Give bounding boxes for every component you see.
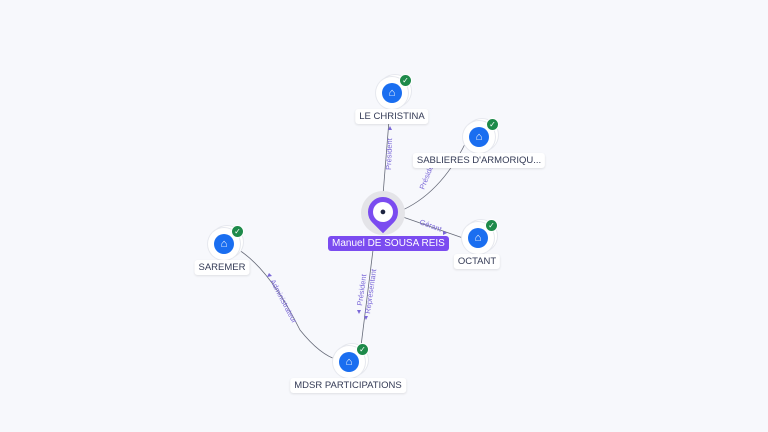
arrow-icon [267, 273, 272, 277]
edge-mdsr [360, 249, 374, 347]
edge-sablieres [397, 141, 467, 213]
company-node-sablieres[interactable]: ⌂✓ [463, 118, 499, 153]
person-label[interactable]: Manuel DE SOUSA REIS [328, 236, 449, 251]
company-label[interactable]: SAREMER [194, 260, 250, 275]
arrow-icon [357, 310, 361, 314]
edge-saremer [238, 249, 339, 361]
arrow-icon [443, 231, 447, 235]
verified-check-icon: ✓ [356, 343, 369, 356]
building-icon: ⌂ [468, 228, 488, 248]
building-icon: ⌂ [214, 234, 234, 254]
company-node-saremer[interactable]: ⌂✓ [208, 225, 244, 260]
edge-label: Président [355, 273, 368, 307]
edge-label: Gérant [418, 217, 443, 234]
company-label[interactable]: SABLIERES D'ARMORIQU... [412, 153, 546, 168]
edge-label: Président [384, 137, 394, 170]
verified-check-icon: ✓ [231, 225, 244, 238]
verified-check-icon: ✓ [486, 118, 499, 131]
verified-check-icon: ✓ [485, 219, 498, 232]
edge-label: Administrateur [268, 278, 299, 325]
building-icon: ⌂ [382, 83, 402, 103]
company-label[interactable]: OCTANT [453, 254, 501, 269]
building-icon: ⌂ [469, 127, 489, 147]
arrow-icon [388, 126, 392, 130]
verified-check-icon: ✓ [399, 74, 412, 87]
company-label[interactable]: MDSR PARTICIPATIONS [290, 378, 406, 393]
arrow-icon [364, 316, 368, 320]
building-icon: ⌂ [339, 352, 359, 372]
company-node-mdsr[interactable]: ⌂✓ [333, 343, 369, 378]
edge-octant [399, 215, 464, 239]
company-label[interactable]: LE CHRISTINA [355, 109, 429, 124]
company-node-le-christina[interactable]: ⌂✓ [376, 74, 412, 109]
user-icon: ● [373, 202, 393, 222]
company-node-octant[interactable]: ⌂✓ [462, 219, 498, 254]
